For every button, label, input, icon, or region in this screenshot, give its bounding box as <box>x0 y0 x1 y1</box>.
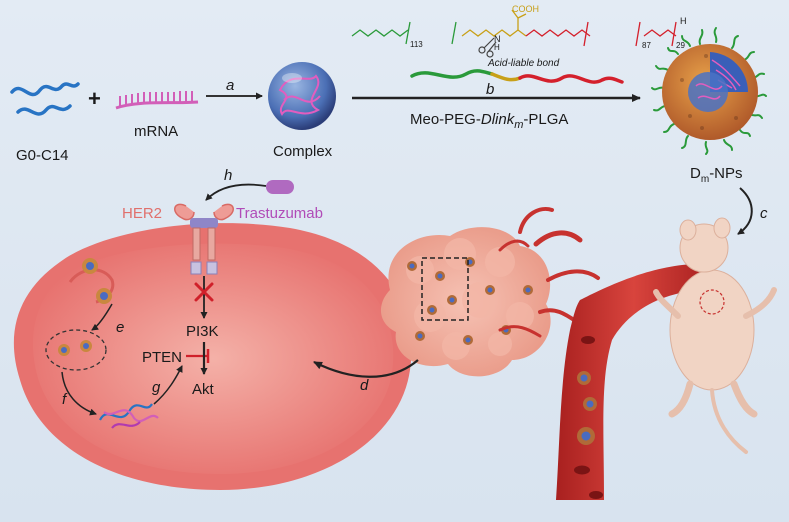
step-c: c <box>760 205 768 222</box>
label-h-on-n: H <box>494 43 500 52</box>
step-h: h <box>224 167 232 184</box>
subscript-113: 113 <box>410 40 423 49</box>
label-acid-bond: Acid-liable bond <box>487 58 560 69</box>
arrow-f <box>61 371 97 416</box>
label-n-atom: N <box>494 34 501 44</box>
label-complex: Complex <box>273 143 333 160</box>
label-pten: PTEN <box>142 349 182 366</box>
label-g0c14: G0-C14 <box>16 147 69 164</box>
label-dm-nps: Dm-NPs <box>690 165 743 185</box>
endosome <box>45 329 107 371</box>
step-e: e <box>116 319 124 336</box>
complex-sphere <box>268 62 336 130</box>
trastuzumab-icon <box>266 180 294 194</box>
endosome-nanoparticles <box>58 340 92 356</box>
mouse-model <box>653 217 777 454</box>
block-x-icon <box>194 282 214 302</box>
arrow-c <box>737 187 753 235</box>
label-pi3k: PI3K <box>186 323 219 340</box>
step-d: d <box>360 377 369 394</box>
endocytosed-nanoparticles <box>82 258 112 304</box>
her2-receptor <box>174 203 234 275</box>
tumor-tissue <box>380 227 551 377</box>
released-mrna <box>99 403 159 429</box>
dm-nanoparticle <box>651 27 767 155</box>
subscript-29: 29 <box>676 41 685 50</box>
blood-vessel <box>498 207 712 500</box>
label-akt: Akt <box>192 381 215 398</box>
arrow-e <box>91 303 113 331</box>
label-her2: HER2 <box>122 205 162 222</box>
mrna-icon <box>115 91 199 110</box>
label-cooh: COOH <box>512 4 539 14</box>
polymer-chain-icon <box>410 69 624 84</box>
step-a: a <box>226 77 234 94</box>
arrow-h <box>205 183 267 201</box>
arrow-d <box>313 359 419 378</box>
label-trastuzumab: Trastuzumab <box>236 205 323 222</box>
step-f: f <box>62 391 68 408</box>
label-polymer: Meo-PEG-Dlinkm-PLGA <box>410 111 568 131</box>
arrow-g <box>153 365 183 405</box>
g0c14-icon <box>10 82 80 116</box>
step-b: b <box>486 81 494 98</box>
label-h-atom: H <box>680 16 687 26</box>
scissors-icon <box>478 37 497 58</box>
step-g: g <box>152 379 161 396</box>
plus-sign: + <box>88 86 101 111</box>
polymer-structure <box>351 9 677 47</box>
subscript-87: 87 <box>642 41 651 50</box>
label-mrna: mRNA <box>134 123 178 140</box>
